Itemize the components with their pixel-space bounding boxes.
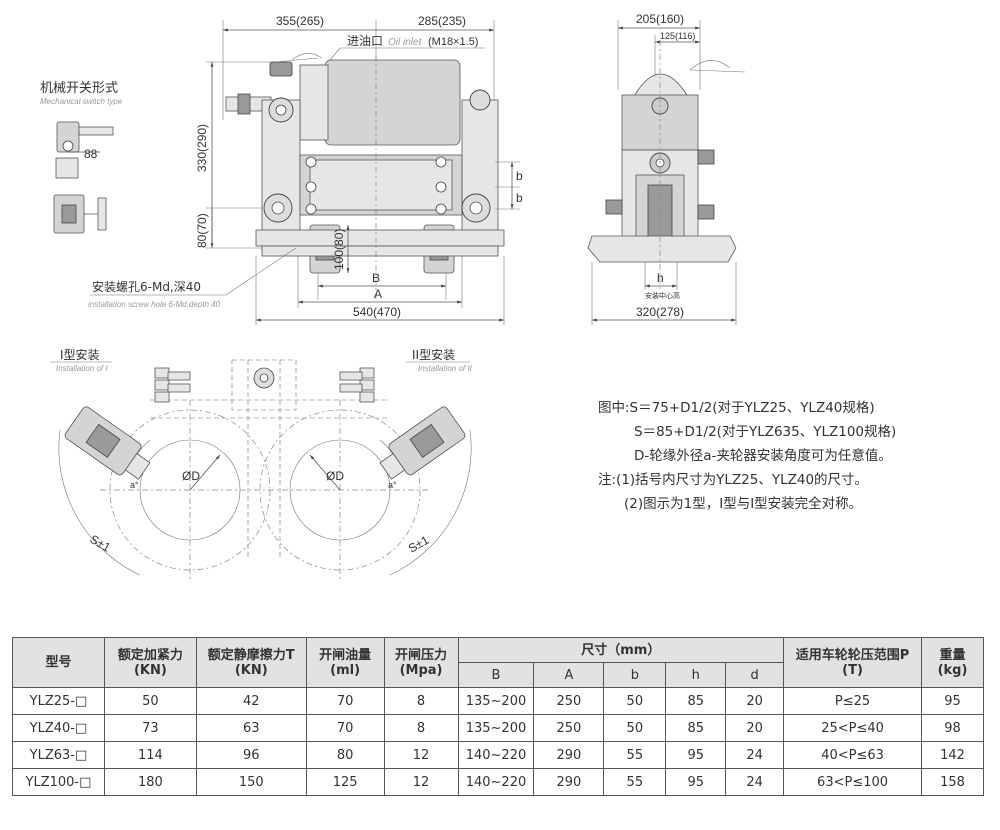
dim-overall-width: 540(470)	[353, 305, 401, 319]
note-line: 注:(1)括号内尺寸为YLZ25、YLZ40的尺寸。	[598, 472, 869, 488]
angle-right: a°	[388, 480, 397, 490]
install-type2-label: II型安装	[412, 347, 455, 362]
notes: 图中:S＝75+D1/2(对于YLZ25、YLZ40规格) S＝85+D1/2(…	[598, 396, 988, 516]
switch-dim: 88	[84, 147, 98, 161]
header-oil-volume: 开闸油量(ml)	[305, 637, 385, 688]
header-size-A: A	[533, 662, 605, 688]
header-clamp-force: 额定加紧力(KN)	[103, 637, 197, 688]
side-dim-h: h	[657, 271, 664, 285]
header-size-d: d	[725, 662, 785, 688]
oil-inlet-label: 进油口	[347, 34, 383, 48]
install-type1-label: I型安装	[60, 347, 100, 362]
dim-b-upper: b	[516, 169, 523, 183]
side-top-width: 205(160)	[636, 12, 684, 26]
span-left: S±1	[87, 532, 113, 555]
header-weight: 重量(kg)	[920, 637, 985, 688]
side-inner-width: 125(116)	[660, 31, 695, 41]
header-wheel-pressure: 适用车轮轮压范围P(T)	[783, 637, 922, 688]
dim-left-width: 355(265)	[276, 14, 324, 28]
dim-height-base: 80(70)	[195, 213, 209, 248]
screw-hole-label: 安装螺孔6-Md,深40	[92, 279, 201, 294]
dim-height-total: 330(290)	[195, 124, 209, 172]
switch-title-en: Mechanical switch type	[40, 97, 123, 106]
header-model: 型号	[12, 637, 105, 688]
spec-table: 型号 额定加紧力(KN) 额定静摩擦力T(KN) 开闸油量(ml) 开闸压力(M…	[12, 637, 985, 796]
dim-height-shoe: 100(80)	[332, 229, 346, 270]
header-size-b: b	[603, 662, 667, 688]
note-line: S＝85+D1/2(对于YLZ635、YLZ100规格)	[634, 424, 897, 440]
angle-left: a°	[130, 480, 139, 490]
header-pressure: 开闸压力(Mpa)	[383, 637, 459, 688]
technical-drawing: 355(265) 285(235) 进油口 Oil inlet (M18×1.5…	[40, 12, 746, 580]
switch-title: 机械开关形式	[40, 81, 118, 96]
od-left: ØD	[182, 469, 200, 483]
header-size-h: h	[665, 662, 727, 688]
screw-hole-en: installation screw hole 6-Md,depth 40	[88, 300, 221, 309]
installation-diagram: I型安装 Installation of I II型安装 Installatio…	[50, 347, 473, 580]
side-center-height: 安装中心高	[645, 291, 680, 300]
install-type2-en: Installation of II	[418, 364, 473, 373]
switch-detail: 机械开关形式 Mechanical switch type 88	[40, 81, 123, 234]
dim-right-width: 285(235)	[418, 14, 466, 28]
header-static-friction: 额定静摩擦力T(KN)	[195, 637, 307, 688]
header-size: 尺寸（mm）	[457, 637, 785, 663]
od-right: ØD	[326, 469, 344, 483]
install-type1-en: Installation of I	[56, 364, 108, 373]
dim-B: B	[372, 271, 380, 285]
header-size-B: B	[457, 662, 535, 688]
note-line: D-轮缘外径a-夹轮器安装角度可为任意值。	[634, 448, 892, 464]
side-view: 205(160) 125(116) h 安装中心高 320(278)	[587, 12, 746, 325]
dim-A: A	[374, 287, 382, 301]
dim-b-lower: b	[516, 191, 523, 205]
note-line: (2)图示为1型，I型与I型安装完全对称。	[624, 496, 863, 512]
oil-inlet-thread: (M18×1.5)	[428, 36, 478, 48]
front-view: 355(265) 285(235) 进油口 Oil inlet (M18×1.5…	[88, 14, 523, 325]
note-line: 图中:S＝75+D1/2(对于YLZ25、YLZ40规格)	[598, 400, 875, 416]
span-right: S±1	[406, 533, 432, 556]
side-bottom-width: 320(278)	[636, 305, 684, 319]
oil-inlet-en: Oil inlet	[388, 37, 423, 48]
